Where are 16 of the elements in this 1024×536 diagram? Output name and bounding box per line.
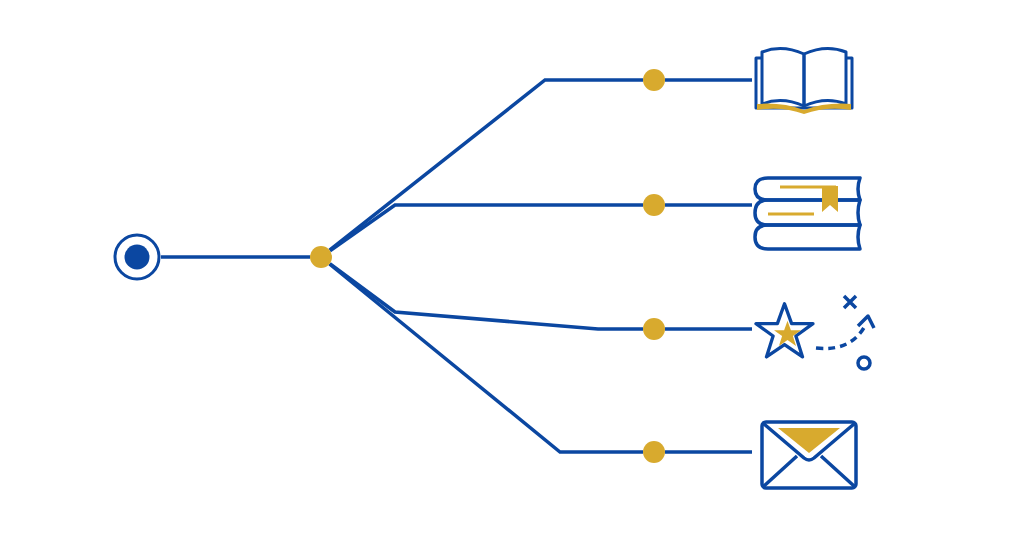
start-circle [113,233,161,281]
connector-line [329,203,643,253]
junction-dot [643,318,665,340]
junction-dot [643,69,665,91]
connector-line [328,262,643,454]
connector-line [161,255,310,259]
junction-dot [643,441,665,463]
junction-dot [643,194,665,216]
connector-line [665,78,752,82]
connector-line [665,450,752,454]
connector-line [328,78,643,252]
connector-line [665,327,752,331]
open-book-icon [752,44,856,114]
junction-dot [310,246,332,268]
book-stack-icon [752,175,864,253]
connector-line [665,203,752,207]
